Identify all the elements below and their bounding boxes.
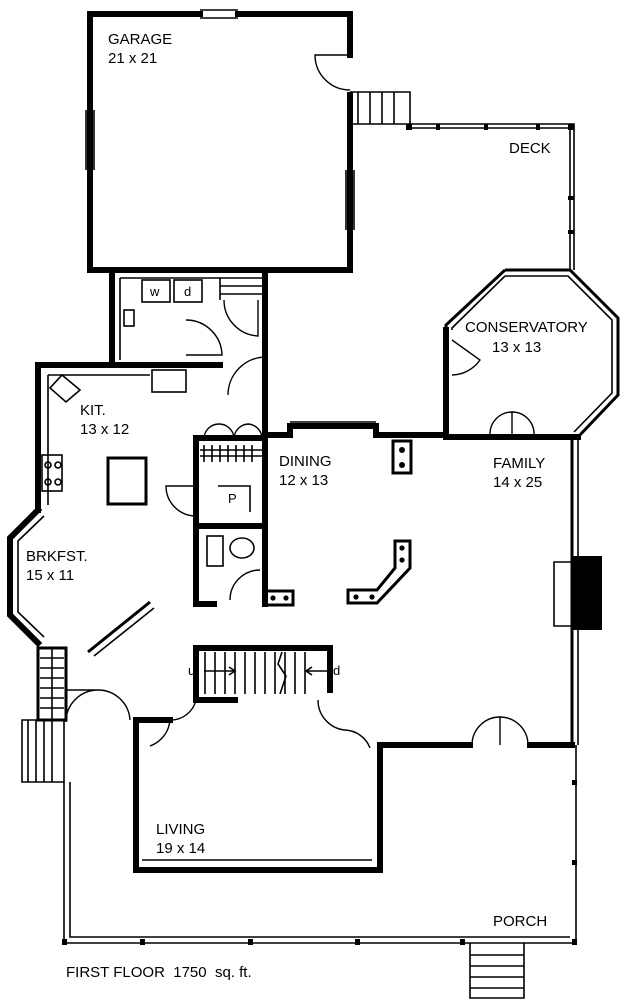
stair-down-label: d bbox=[333, 663, 340, 678]
dining-name: DINING bbox=[279, 453, 332, 470]
room-label-deck: DECK bbox=[509, 140, 551, 157]
floor-caption: FIRST FLOOR 1750 sq. ft. bbox=[66, 964, 252, 981]
family-name: FAMILY bbox=[493, 455, 545, 472]
conservatory-size: 13 x 13 bbox=[492, 339, 541, 356]
garage-name: GARAGE bbox=[108, 31, 172, 48]
garage-door-swing bbox=[314, 54, 351, 91]
room-label-porch: PORCH bbox=[493, 913, 547, 930]
deck-name: DECK bbox=[509, 140, 551, 157]
pantry-powder-walls bbox=[165, 435, 268, 607]
dining-size: 12 x 13 bbox=[279, 472, 328, 489]
living-walls bbox=[133, 699, 383, 873]
room-label-dining: DINING 12 x 13 bbox=[279, 453, 332, 489]
conservatory-name: CONSERVATORY bbox=[465, 319, 588, 336]
garage-size: 21 x 21 bbox=[108, 50, 157, 67]
conservatory-walls bbox=[443, 268, 620, 440]
side-steps bbox=[21, 719, 65, 783]
washer-label: w bbox=[149, 284, 160, 299]
pantry-label: P bbox=[228, 491, 237, 506]
kitchen-hall-walls bbox=[193, 272, 268, 462]
main-stair bbox=[193, 645, 333, 703]
living-name: LIVING bbox=[156, 821, 205, 838]
deck-outline bbox=[406, 123, 575, 270]
kitchen-walls bbox=[35, 362, 223, 513]
porch-outline bbox=[62, 745, 577, 945]
conservatory-door-swing bbox=[451, 339, 535, 436]
breakfast-walls bbox=[7, 505, 155, 657]
family-walls bbox=[377, 434, 602, 748]
room-label-conservatory: CONSERVATORY 13 x 13 bbox=[465, 319, 588, 356]
back-stair bbox=[36, 646, 131, 723]
living-size: 19 x 14 bbox=[156, 840, 205, 857]
room-label-kitchen: KIT. 13 x 12 bbox=[80, 402, 129, 438]
kitchen-size: 13 x 12 bbox=[80, 421, 129, 438]
family-size: 14 x 25 bbox=[493, 474, 542, 491]
deck-steps bbox=[350, 91, 411, 125]
breakfast-name: BRKFST. bbox=[26, 548, 88, 565]
garage-walls bbox=[85, 9, 355, 273]
porch-name: PORCH bbox=[493, 913, 547, 930]
room-label-garage: GARAGE 21 x 21 bbox=[108, 31, 172, 67]
stair-up-label: u bbox=[188, 663, 195, 678]
dryer-label: d bbox=[184, 284, 191, 299]
porch-steps bbox=[469, 943, 525, 999]
room-label-living: LIVING 19 x 14 bbox=[156, 821, 205, 857]
room-label-breakfast: BRKFST. 15 x 11 bbox=[26, 548, 88, 584]
room-label-family: FAMILY 14 x 25 bbox=[493, 455, 545, 491]
breakfast-size: 15 x 11 bbox=[26, 567, 74, 584]
kitchen-name: KIT. bbox=[80, 402, 106, 419]
dining-walls bbox=[262, 421, 449, 607]
